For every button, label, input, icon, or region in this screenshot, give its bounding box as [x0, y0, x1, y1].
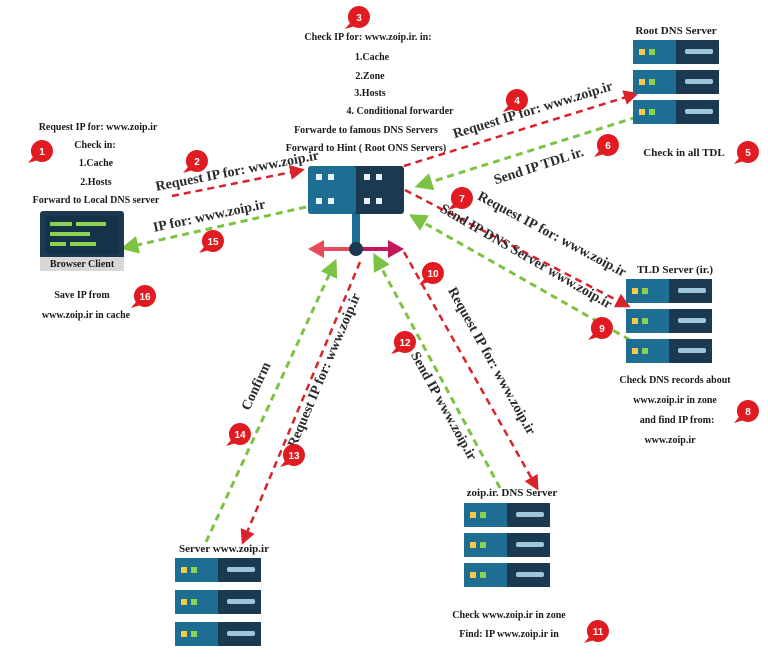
- svg-text:16: 16: [139, 292, 151, 303]
- client-note-line-4: 2.Hosts: [80, 177, 112, 188]
- zoip-dns-note-2: Find: IP www.zoip.ir in: [459, 629, 559, 640]
- svg-text:4: 4: [514, 96, 520, 107]
- svg-text:1: 1: [39, 147, 45, 158]
- label-arrow-6: Send IP TDL ir.: [492, 145, 585, 188]
- badge-7: 7: [448, 187, 473, 210]
- client-note-line-1: Request IP for: www.zoip.ir: [39, 122, 158, 133]
- central-note-line-6: Forwarde to famous DNS Servers: [294, 125, 438, 136]
- svg-text:3: 3: [356, 13, 362, 24]
- svg-text:9: 9: [599, 324, 605, 335]
- arrow-12-zoip-to-local: [373, 252, 502, 489]
- badge-15: 15: [199, 230, 224, 253]
- web-server-icon: [175, 558, 261, 646]
- label-arrow-13: Request IP for: www.zoip.ir: [285, 291, 364, 450]
- badge-11: 11: [584, 620, 609, 643]
- svg-text:12: 12: [399, 338, 411, 349]
- arrow-2-client-to-local: [171, 164, 305, 198]
- arrow-7-local-to-tld: [404, 188, 631, 308]
- svg-text:15: 15: [207, 237, 219, 248]
- client-note-save-2: www.zoip.ir in cache: [42, 310, 131, 321]
- svg-text:7: 7: [459, 194, 465, 205]
- zoip-dns-title: zoip.ir. DNS Server: [467, 487, 558, 499]
- badge-3: 3: [345, 6, 370, 29]
- client-notes: Request IP for: www.zoip.ir Check in: 1.…: [33, 122, 160, 206]
- badge-13: 13: [280, 444, 305, 467]
- central-note-line-5: 4. Conditional forwarder: [347, 106, 455, 117]
- central-note-line-1: Check IP for: www.zoip.ir. in:: [304, 32, 431, 43]
- local-dns-server-icon: [308, 166, 404, 258]
- label-arrow-10: Request IP for: www.zoip.ir: [444, 285, 538, 438]
- svg-text:8: 8: [745, 407, 751, 418]
- badge-14: 14: [226, 423, 251, 446]
- web-server-title: Server www.zoip.ir: [179, 543, 269, 555]
- svg-text:14: 14: [234, 430, 246, 441]
- central-note-line-2: 1.Cache: [355, 52, 390, 63]
- badge-16: 16: [131, 285, 156, 308]
- arrow-13-local-to-webserver: [240, 261, 362, 545]
- root-server-title: Root DNS Server: [635, 25, 716, 37]
- arrow-14-webserver-to-local: [204, 258, 338, 543]
- badge-9: 9: [588, 317, 613, 340]
- tld-title: TLD Server (ir.): [637, 264, 713, 276]
- step-badges: 1 2 3 4 5 6 7 8 9 10 11 12 13 14 15 16: [28, 6, 759, 643]
- client-note-line-3: 1.Cache: [79, 158, 114, 169]
- arrow-10-local-to-zoip: [402, 251, 539, 491]
- label-arrow-12: Send IP www.zoip.ir: [407, 350, 479, 463]
- zoip-dns-server-icon: [464, 503, 550, 587]
- arrow-4-local-to-root: [403, 90, 639, 168]
- client-note-save-1: Save IP from: [54, 290, 110, 301]
- arrow-9-tld-to-local: [408, 214, 631, 342]
- svg-text:6: 6: [605, 141, 611, 152]
- tld-note-1: Check DNS records about: [619, 375, 731, 386]
- tld-note-3: and find IP from:: [640, 415, 715, 426]
- zoip-dns-note-1: Check www.zoip.ir in zone: [452, 610, 566, 621]
- svg-text:11: 11: [593, 627, 604, 638]
- root-server-note: Check in all TDL: [643, 147, 724, 159]
- tld-note-2: www.zoip.ir in zone: [633, 395, 717, 406]
- badge-1: 1: [28, 140, 53, 163]
- badge-4: 4: [503, 89, 528, 112]
- badge-6: 6: [594, 134, 619, 157]
- badge-12: 12: [391, 331, 416, 354]
- svg-text:5: 5: [745, 148, 751, 159]
- central-notes: Check IP for: www.zoip.ir. in: 1.Cache 2…: [286, 32, 454, 154]
- tld-note-4: www.zoip.ir: [644, 435, 696, 446]
- badge-8: 8: [734, 400, 759, 423]
- badge-2: 2: [183, 150, 208, 173]
- browser-client-monitor-icon: [40, 211, 124, 271]
- root-dns-server-icon: [633, 40, 719, 124]
- central-note-line-4: 3.Hosts: [354, 88, 386, 99]
- svg-text:10: 10: [427, 269, 439, 280]
- central-note-line-3: 2.Zone: [355, 71, 385, 82]
- tld-server-icon: [626, 279, 712, 363]
- badge-10: 10: [419, 262, 444, 285]
- client-title: Browser Client: [50, 259, 115, 270]
- svg-text:13: 13: [288, 451, 300, 462]
- central-note-line-7: Forward to Hint ( Root ONS Servers): [286, 143, 447, 154]
- svg-text:2: 2: [194, 157, 200, 168]
- client-note-line-5: Forward to Local DNS server: [33, 195, 160, 206]
- arrow-6-root-to-local: [414, 115, 638, 191]
- client-note-line-2: Check in:: [74, 140, 115, 151]
- badge-5: 5: [734, 141, 759, 164]
